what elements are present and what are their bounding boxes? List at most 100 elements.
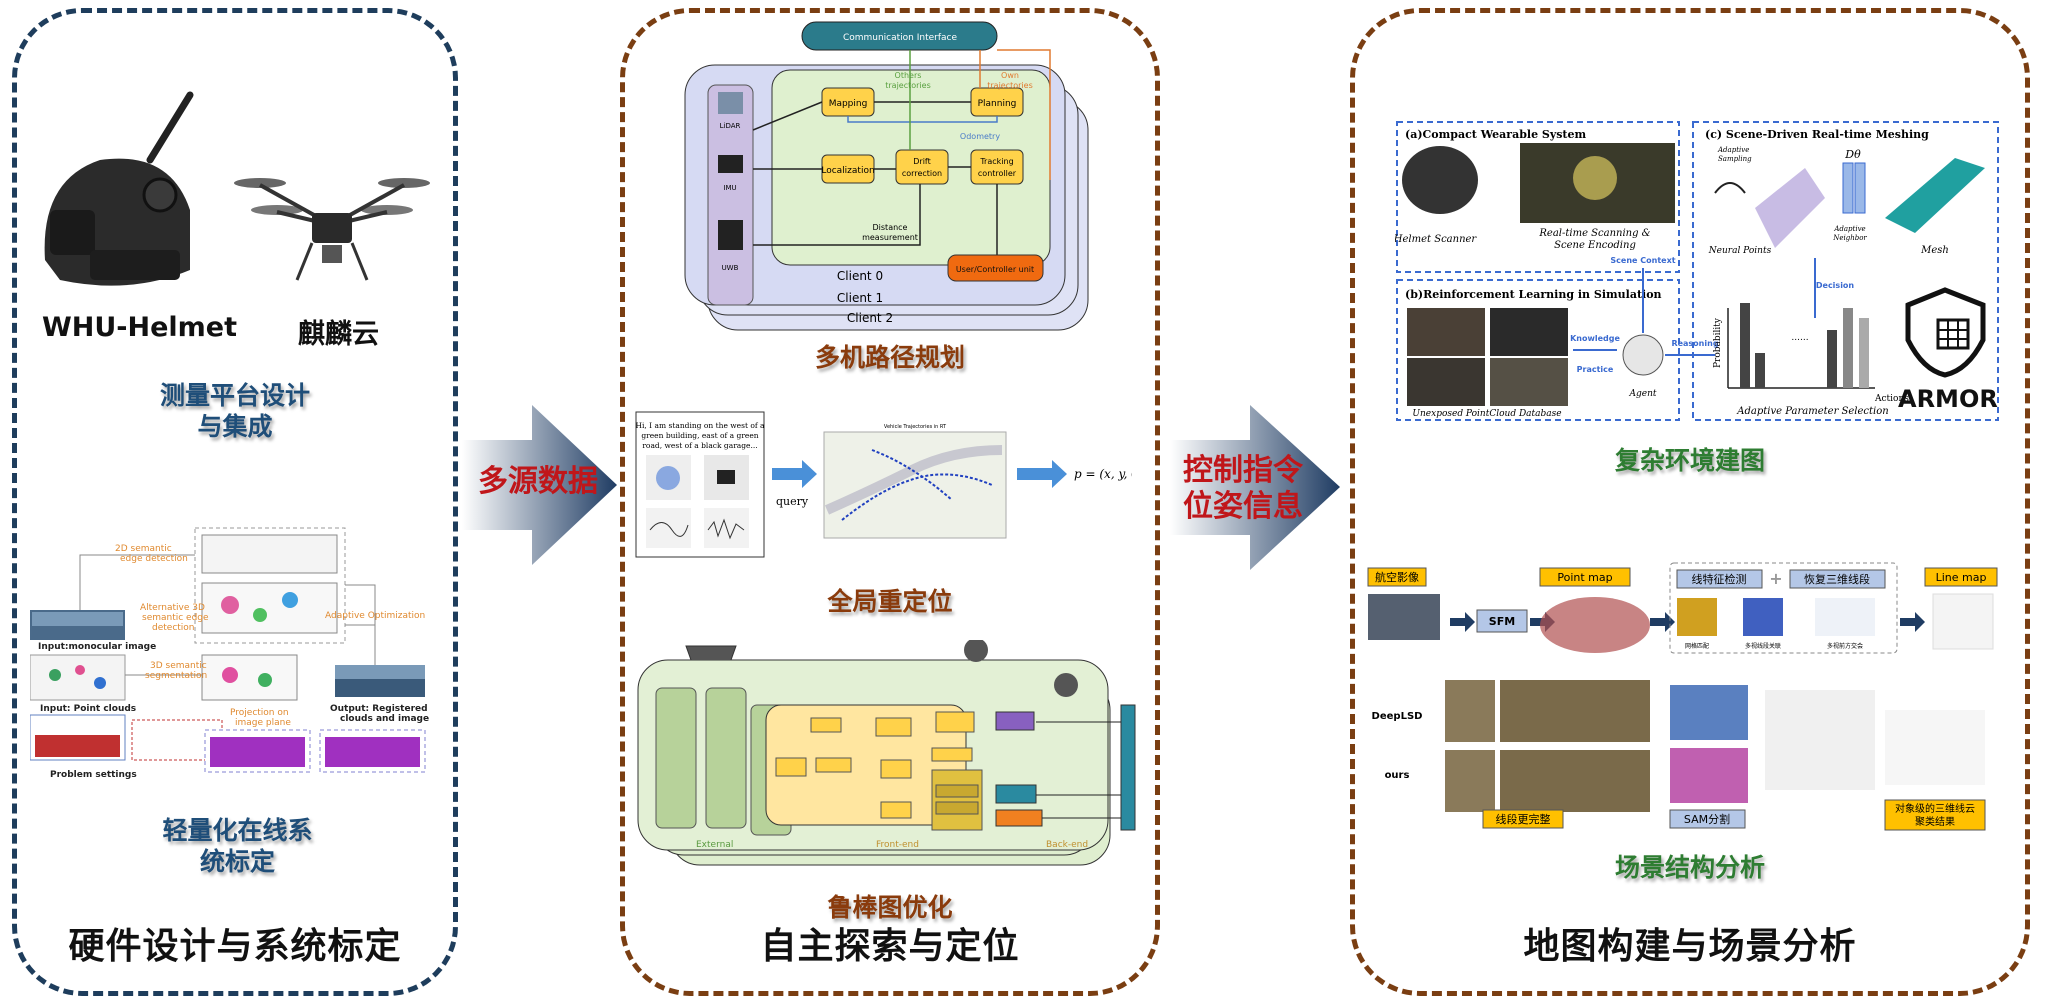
multi-view-assoc-label: 多视线段关联 xyxy=(1745,642,1781,650)
svg-text:Adaptive: Adaptive xyxy=(1833,225,1865,233)
svg-text:Problem settings: Problem settings xyxy=(50,770,137,780)
database-label: Unexposed PointCloud Database xyxy=(1412,409,1561,419)
knowledge-label: Knowledge xyxy=(1570,334,1620,343)
scene-meshing-label: (c) Scene-Driven Real-time Meshing xyxy=(1705,128,1929,141)
map-title: Vehicle Trajectories in RT xyxy=(884,424,947,430)
svg-text:Own: Own xyxy=(1001,71,1019,80)
more-complete-tag: 线段更完整 xyxy=(1496,812,1551,826)
robust-graph-subtitle: 鲁棒图优化 xyxy=(827,893,953,922)
recover-3d-block: 恢复三维线段 xyxy=(1804,572,1870,586)
imu-label: IMU xyxy=(723,184,736,192)
sam-seg-tag: SAM分割 xyxy=(1684,812,1730,826)
multi-source-data-label: 多源数据 xyxy=(478,464,598,499)
svg-text:trajectories: trajectories xyxy=(987,81,1033,90)
scene-structure-diagram: 航空影像 SFM Point map 线特征检测 + 恢复三维线段 网格匹配 多… xyxy=(1367,562,1998,831)
line-map-tag: Line map xyxy=(1936,571,1987,584)
svg-text:Real-time Scanning &: Real-time Scanning & xyxy=(1538,228,1650,239)
svg-text:image plane: image plane xyxy=(235,718,291,728)
svg-text:Adaptive: Adaptive xyxy=(1717,146,1749,154)
aps-label: Adaptive Parameter Selection xyxy=(1736,406,1888,417)
calibration-subtitle: 轻量化在线系 统标定 xyxy=(162,816,313,876)
grid-match-label: 网格匹配 xyxy=(1685,642,1709,650)
svg-text:Projection on: Projection on xyxy=(230,708,289,718)
svg-text:trajectories: trajectories xyxy=(885,81,931,90)
platform-design-subtitle: 测量平台设计 与集成 xyxy=(159,381,310,441)
exploration-panel-title: 自主探索与定位 xyxy=(760,926,1020,967)
robust-graph-optimization-diagram: External Front-end Back-end xyxy=(637,640,1136,866)
global-relocalization-diagram: Hi, I am standing on the west of a green… xyxy=(635,411,1132,558)
reasoning-label: Reasoning xyxy=(1671,339,1718,348)
forward-intersection-label: 多视前方交会 xyxy=(1827,642,1863,650)
drone-device-label: 麒麟云 xyxy=(298,319,379,350)
comm-interface-label: Communication Interface xyxy=(843,33,958,43)
svg-text:Neighbor: Neighbor xyxy=(1832,234,1867,242)
svg-text:semantic edge: semantic edge xyxy=(142,613,209,623)
svg-text:+: + xyxy=(1769,569,1782,588)
client0-label: Client 0 xyxy=(837,269,883,283)
control-pose-arrow xyxy=(1170,405,1340,570)
line-feature-block: 线特征检测 xyxy=(1692,572,1747,586)
svg-text:Input: Point clouds: Input: Point clouds xyxy=(40,704,136,714)
drone-device-image xyxy=(234,178,430,281)
multi-source-data-arrow xyxy=(462,405,617,565)
mapping-panel-title: 地图构建与场景分析 xyxy=(1523,926,1857,967)
svg-text:Input:monocular image: Input:monocular image xyxy=(38,642,156,652)
multi-robot-planning-diagram: Communication Interface Mapping Planning… xyxy=(684,21,1089,331)
practice-label: Practice xyxy=(1577,365,1614,374)
uwb-label: UWB xyxy=(722,264,739,272)
helmet-device-label: WHU-Helmet xyxy=(42,312,238,343)
user-controller-block: User/Controller unit xyxy=(956,265,1034,274)
lidar-label: LiDAR xyxy=(720,122,741,130)
odometry-label: Odometry xyxy=(960,132,1000,141)
svg-text:对象级的三维线云: 对象级的三维线云 xyxy=(1895,802,1975,815)
decision-label: Decision xyxy=(1816,281,1855,290)
probability-label: Probability xyxy=(1713,317,1723,368)
svg-text:detection: detection xyxy=(152,623,195,633)
svg-text:3D semantic: 3D semantic xyxy=(150,661,207,671)
compact-wearable-label: (a)Compact Wearable System xyxy=(1405,128,1587,141)
svg-text:segmentation: segmentation xyxy=(145,671,207,681)
deeplsd-label: DeepLSD xyxy=(1372,711,1423,722)
svg-text:correction: correction xyxy=(902,169,942,178)
calibration-diagram: 2D semantic edge detection Alternative 3… xyxy=(30,527,430,780)
backend-label: Back-end xyxy=(1046,840,1088,850)
svg-text:Alternative 3D: Alternative 3D xyxy=(140,603,205,613)
svg-text:Scene Encoding: Scene Encoding xyxy=(1554,240,1636,251)
svg-text:Sampling: Sampling xyxy=(1718,155,1752,163)
svg-text:聚类结果: 聚类结果 xyxy=(1915,815,1955,828)
svg-text:green building, east of a gree: green building, east of a green xyxy=(641,431,758,440)
aerial-image-tag: 航空影像 xyxy=(1375,570,1419,584)
rl-simulation-label: (b)Reinforcement Learning in Simulation xyxy=(1405,288,1662,301)
environment-mapping-diagram: (a)Compact Wearable System (b)Reinforcem… xyxy=(1395,121,1999,421)
neural-points-label: Neural Points xyxy=(1708,246,1772,256)
svg-text:controller: controller xyxy=(978,169,1017,178)
point-map-tag: Point map xyxy=(1557,571,1612,584)
exploration-panel: 自主探索与定位 xyxy=(620,8,1160,996)
mesh-label: Mesh xyxy=(1920,245,1949,256)
external-label: External xyxy=(696,840,733,850)
agent-label: Agent xyxy=(1629,389,1657,399)
armor-logo xyxy=(1905,287,1986,378)
planning-block: Planning xyxy=(978,99,1017,109)
helmet-device-image xyxy=(44,91,194,286)
svg-text:Distance: Distance xyxy=(873,223,908,232)
svg-text:Drift: Drift xyxy=(913,157,930,166)
svg-text:2D semantic: 2D semantic xyxy=(115,544,172,554)
svg-text:edge detection: edge detection xyxy=(120,554,188,564)
dots-label: ...... xyxy=(1791,333,1808,343)
svg-text:Others: Others xyxy=(895,71,922,80)
control-pose-label: 控制指令 位姿信息 xyxy=(1183,453,1303,524)
client2-label: Client 2 xyxy=(847,311,893,325)
svg-text:Tracking: Tracking xyxy=(979,157,1013,166)
actions-label: Actions xyxy=(1874,394,1909,404)
svg-text:Output: Registered Point: Output: Registered Point xyxy=(330,704,430,714)
helmet-scanner-label: Helmet Scanner xyxy=(1395,234,1477,245)
scene-structure-subtitle: 场景结构分析 xyxy=(1614,853,1765,882)
frontend-label: Front-end xyxy=(876,840,919,850)
mapping-block: Mapping xyxy=(829,99,868,109)
svg-text:measurement: measurement xyxy=(862,233,918,242)
hardware-panel: 硬件设计与系统标定 xyxy=(12,8,458,996)
hardware-panel-title: 硬件设计与系统标定 xyxy=(68,926,402,967)
svg-text:clouds and image: clouds and image xyxy=(340,714,429,724)
scene-context-label: Scene Context xyxy=(1610,256,1675,265)
